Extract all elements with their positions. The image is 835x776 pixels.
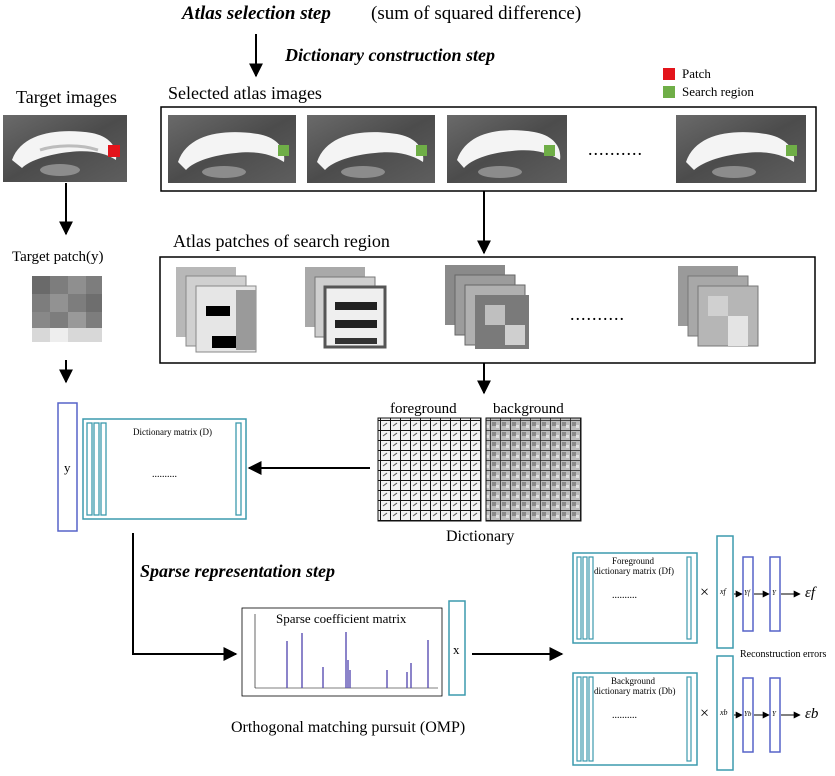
foreground-dictionary-matrix bbox=[572, 552, 698, 644]
background-label: background bbox=[493, 401, 564, 417]
dictionary-construction-step-title: Dictionary construction step bbox=[285, 45, 496, 65]
xf-vector bbox=[716, 535, 734, 649]
background-dict-line2: dictionary matrix (Db) bbox=[594, 686, 676, 696]
target-images-label: Target images bbox=[16, 87, 117, 107]
background-dict-line1: Background bbox=[611, 676, 655, 686]
epsilon-b-label: εb bbox=[805, 706, 819, 722]
legend-patch-swatch bbox=[663, 68, 675, 80]
legend-patch-label: Patch bbox=[682, 66, 711, 81]
y-label: y bbox=[64, 460, 71, 475]
dictionary-matrix-label: Dictionary matrix (D) bbox=[133, 427, 212, 437]
foreground-times-sign: × bbox=[700, 584, 710, 601]
y-b-vector bbox=[769, 677, 781, 753]
yb-label: Yb bbox=[744, 710, 752, 718]
target-brain-image bbox=[3, 115, 127, 182]
background-times-sign: × bbox=[700, 705, 710, 722]
atlas-image-2 bbox=[307, 115, 435, 183]
y-f-vector bbox=[769, 556, 781, 632]
atlas-patches-box bbox=[159, 256, 816, 364]
xb-label: xb bbox=[720, 708, 728, 717]
atlas-ellipsis: .......... bbox=[588, 139, 643, 159]
patch-stack-1 bbox=[176, 267, 257, 353]
atlas-image-4 bbox=[676, 115, 806, 183]
dictionary-matrix bbox=[82, 418, 247, 520]
legend-search-swatch bbox=[663, 86, 675, 98]
patches-ellipsis: .......... bbox=[570, 304, 625, 324]
omp-label: Orthogonal matching pursuit (OMP) bbox=[231, 719, 466, 736]
target-patch-image bbox=[32, 276, 102, 342]
legend-search-region-label: Search region bbox=[682, 84, 754, 99]
sparse-representation-step-title: Sparse representation step bbox=[140, 561, 336, 581]
atlas-patches-label: Atlas patches of search region bbox=[173, 231, 390, 251]
patch-stack-4 bbox=[678, 266, 759, 347]
foreground-dict-line2: dictionary matrix (Df) bbox=[594, 566, 674, 576]
x-vector bbox=[448, 600, 466, 696]
y-b-label: Y bbox=[772, 710, 776, 718]
foreground-dict-ellipsis: .......... bbox=[612, 590, 637, 601]
foreground-dict-line1: Foreground bbox=[612, 556, 654, 566]
sparse-coefficient-plot bbox=[241, 607, 443, 697]
yb-vector bbox=[742, 677, 754, 753]
patch-stack-3 bbox=[445, 265, 529, 349]
background-dictionary-matrix bbox=[572, 672, 698, 766]
matrix-ellipsis: .......... bbox=[152, 469, 177, 480]
dictionary-label: Dictionary bbox=[446, 528, 515, 545]
patch-stack-2 bbox=[305, 267, 387, 349]
atlas-selection-step-title: Atlas selection step bbox=[182, 3, 331, 24]
foreground-label: foreground bbox=[390, 401, 457, 417]
yf-vector bbox=[742, 556, 754, 632]
target-patch-label: Target patch(y) bbox=[12, 249, 104, 265]
target-patch-marker bbox=[108, 145, 120, 157]
xf-label: xf bbox=[720, 587, 726, 596]
reconstruction-errors-label: Reconstruction errors bbox=[740, 649, 827, 660]
epsilon-f-label: εf bbox=[805, 585, 816, 601]
atlas-image-1 bbox=[168, 115, 296, 183]
background-dictionary-grid bbox=[485, 417, 582, 522]
sparse-coefficient-label: Sparse coefficient matrix bbox=[276, 611, 407, 626]
yf-label: Yf bbox=[744, 589, 750, 597]
foreground-dictionary-grid bbox=[377, 417, 482, 522]
xb-vector bbox=[716, 655, 734, 771]
atlas-image-3 bbox=[447, 115, 567, 183]
selected-atlas-label: Selected atlas images bbox=[168, 83, 322, 103]
arrow-to-omp bbox=[132, 533, 238, 661]
y-vector bbox=[57, 402, 78, 532]
x-label: x bbox=[453, 642, 460, 657]
selected-atlas-box bbox=[160, 106, 817, 192]
background-dict-ellipsis: .......... bbox=[612, 710, 637, 721]
y-f-label: Y bbox=[772, 589, 776, 597]
atlas-selection-note: (sum of squared difference) bbox=[371, 3, 582, 24]
